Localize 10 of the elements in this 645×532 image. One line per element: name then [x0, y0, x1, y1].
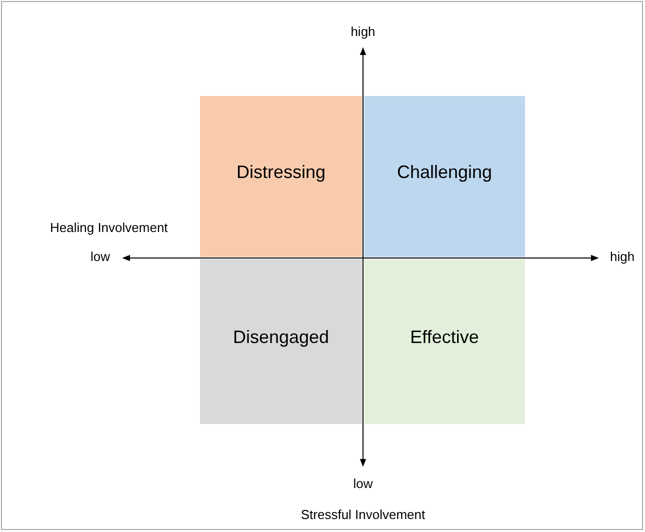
quadrant-box: Challenging	[364, 96, 525, 257]
axis-label: Stressful Involvement	[300, 507, 426, 523]
quadrant-box: Effective	[364, 259, 525, 424]
axis-label: high	[350, 24, 376, 40]
quadrant-box: Disengaged	[200, 259, 362, 424]
axis-label: Healing Involvement	[50, 220, 169, 236]
axis-label: low	[352, 476, 374, 492]
axis-label: low	[89, 249, 110, 265]
quadrant-box: Distressing	[200, 96, 362, 257]
axis-label: high	[610, 249, 636, 265]
